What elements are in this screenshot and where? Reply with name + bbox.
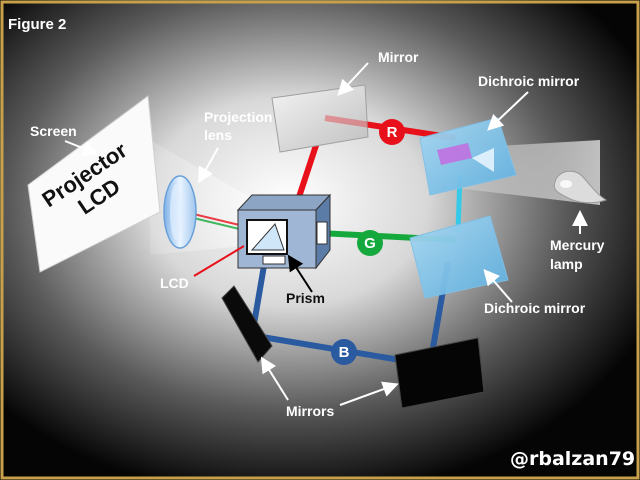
bottom-right-mirror xyxy=(394,337,485,409)
mirrors-arrow-left xyxy=(260,356,289,401)
blue-badge-label: B xyxy=(339,344,350,361)
red-badge-label: R xyxy=(387,124,398,141)
mercury-lamp xyxy=(553,170,608,204)
dichroic-top-arrow xyxy=(487,91,529,131)
figure-label: Figure 2 xyxy=(8,16,66,33)
prism-label: Prism xyxy=(286,290,325,306)
prism-arrow xyxy=(287,254,313,293)
lens-arrow xyxy=(198,147,219,184)
blue-beam-badge: B xyxy=(331,339,357,365)
top-dichroic-mirror xyxy=(419,117,517,196)
lcd-arrow xyxy=(193,245,245,277)
screen-arrow xyxy=(64,140,99,156)
red-beam-badge: R xyxy=(379,119,405,145)
mercury-lamp-label-line1: Mercury xyxy=(550,237,605,253)
mirror-label: Mirror xyxy=(378,49,419,65)
green-badge-label: G xyxy=(364,235,376,252)
projection-lens-label-line2: lens xyxy=(204,127,232,143)
projection-lens xyxy=(163,175,197,249)
screen-label: Screen xyxy=(30,123,77,139)
dichroic-bottom-label: Dichroic mirror xyxy=(484,300,586,316)
dichroic-top-label: Dichroic mirror xyxy=(478,73,580,89)
lcd-label: LCD xyxy=(160,275,189,291)
mirrors-arrow-right xyxy=(339,381,399,406)
bottom-left-mirror xyxy=(221,285,273,363)
dichroic-bottom-arrow xyxy=(483,268,513,303)
pointer-arrows xyxy=(64,62,588,406)
mirror-arrow xyxy=(337,62,369,96)
mercury-lamp-label-line2: lamp xyxy=(550,256,583,272)
projection-lens-label-line1: Projection xyxy=(204,109,272,125)
green-beam-badge: G xyxy=(357,230,383,256)
lcd-prism-assembly xyxy=(236,193,332,270)
prism-icon xyxy=(250,223,285,251)
credit-watermark: @rbalzan79 xyxy=(510,448,635,470)
mirrors-label: Mirrors xyxy=(286,403,334,419)
